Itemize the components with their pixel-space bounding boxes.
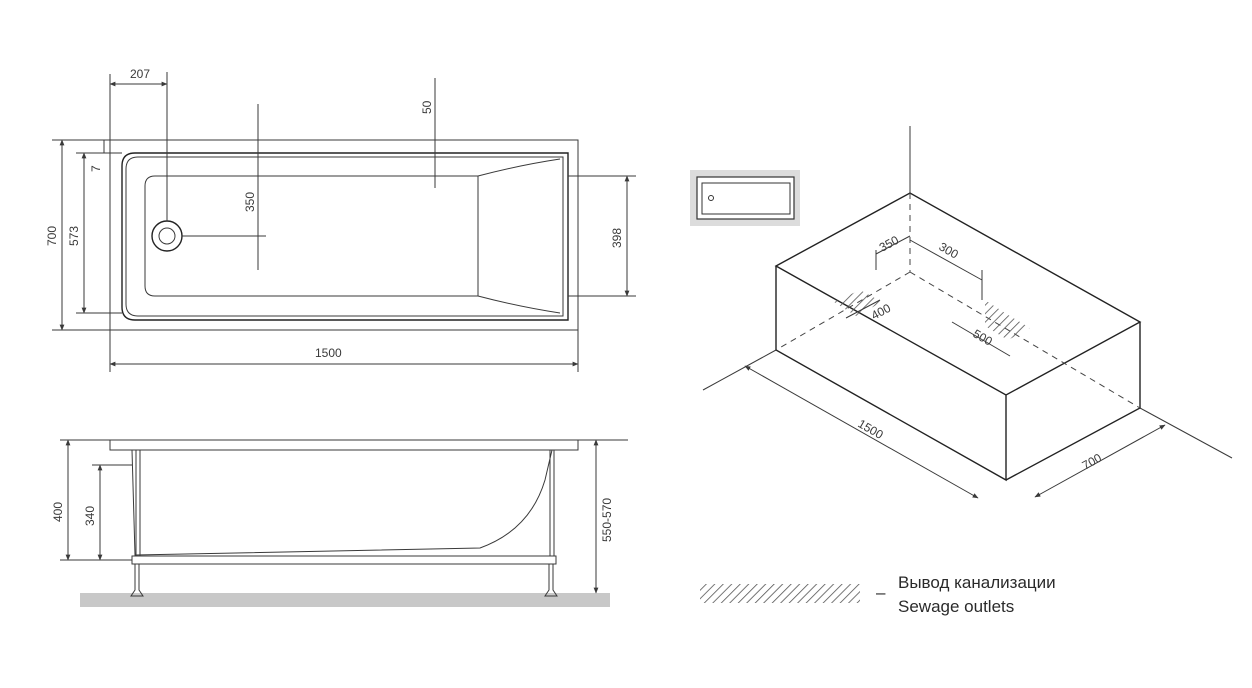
top-view: 207 350 50 700 573 7 398 1500 <box>45 67 636 372</box>
dim-700: 700 <box>45 226 59 246</box>
dim-1500: 1500 <box>315 346 342 360</box>
frame-bar <box>131 555 557 565</box>
iso-dim-line-700 <box>1034 424 1166 498</box>
iso-dim-line-1500 <box>744 365 979 499</box>
legend-label-en: Sewage outlets <box>898 597 1014 616</box>
tub-thumbnail <box>690 170 800 226</box>
iso-dim-line-500 <box>951 321 1011 357</box>
thumbnail-drain <box>708 195 714 201</box>
headrest-slope-top <box>477 158 561 177</box>
dim-7: 7 <box>89 165 103 172</box>
tub-outer-rim <box>109 139 579 331</box>
side-view: 400 340 550-570 <box>51 439 628 607</box>
floor-axis-right <box>1139 407 1233 459</box>
tub-inner-edge <box>121 152 569 321</box>
dim-573: 573 <box>67 226 81 246</box>
dim-350: 350 <box>243 192 257 212</box>
tub-body <box>131 449 553 556</box>
tub-side-rim <box>109 439 579 451</box>
foot-right <box>544 564 558 597</box>
floor-axis-left <box>702 349 777 391</box>
foot-left <box>130 564 144 597</box>
sewage-outlet-1 <box>834 290 882 316</box>
iso-dim-line-350 <box>875 235 911 255</box>
iso-box <box>774 192 1142 482</box>
sewage-outlet-2 <box>985 300 1030 340</box>
hidden-edge-right <box>909 271 1141 409</box>
drain-inner <box>158 227 176 245</box>
dim-50: 50 <box>420 100 434 114</box>
legend-hatch-swatch <box>700 584 860 603</box>
dim-207: 207 <box>130 67 150 81</box>
dim-398: 398 <box>610 228 624 248</box>
floor <box>80 593 610 607</box>
dim-550-570: 550-570 <box>600 498 614 542</box>
headrest-slope-bottom <box>477 295 561 314</box>
iso-dim-700: 700 <box>1080 451 1105 473</box>
dim-340: 340 <box>83 506 97 526</box>
tub-inner-edge-2 <box>125 156 564 317</box>
thumbnail-tub-inner <box>701 182 791 215</box>
iso-dim-line-300 <box>909 239 983 281</box>
iso-dim-line-400 <box>845 299 881 319</box>
legend: – Вывод канализации Sewage outlets <box>700 573 1056 616</box>
legend-dash: – <box>876 583 886 602</box>
hidden-edge-left <box>775 271 911 351</box>
tub-basin <box>144 175 479 297</box>
iso-dim-1500: 1500 <box>856 416 886 442</box>
drain-outer <box>151 220 183 252</box>
iso-dim-300: 300 <box>937 239 962 261</box>
legend-label-ru: Вывод канализации <box>898 573 1056 592</box>
dim-400: 400 <box>51 502 65 522</box>
